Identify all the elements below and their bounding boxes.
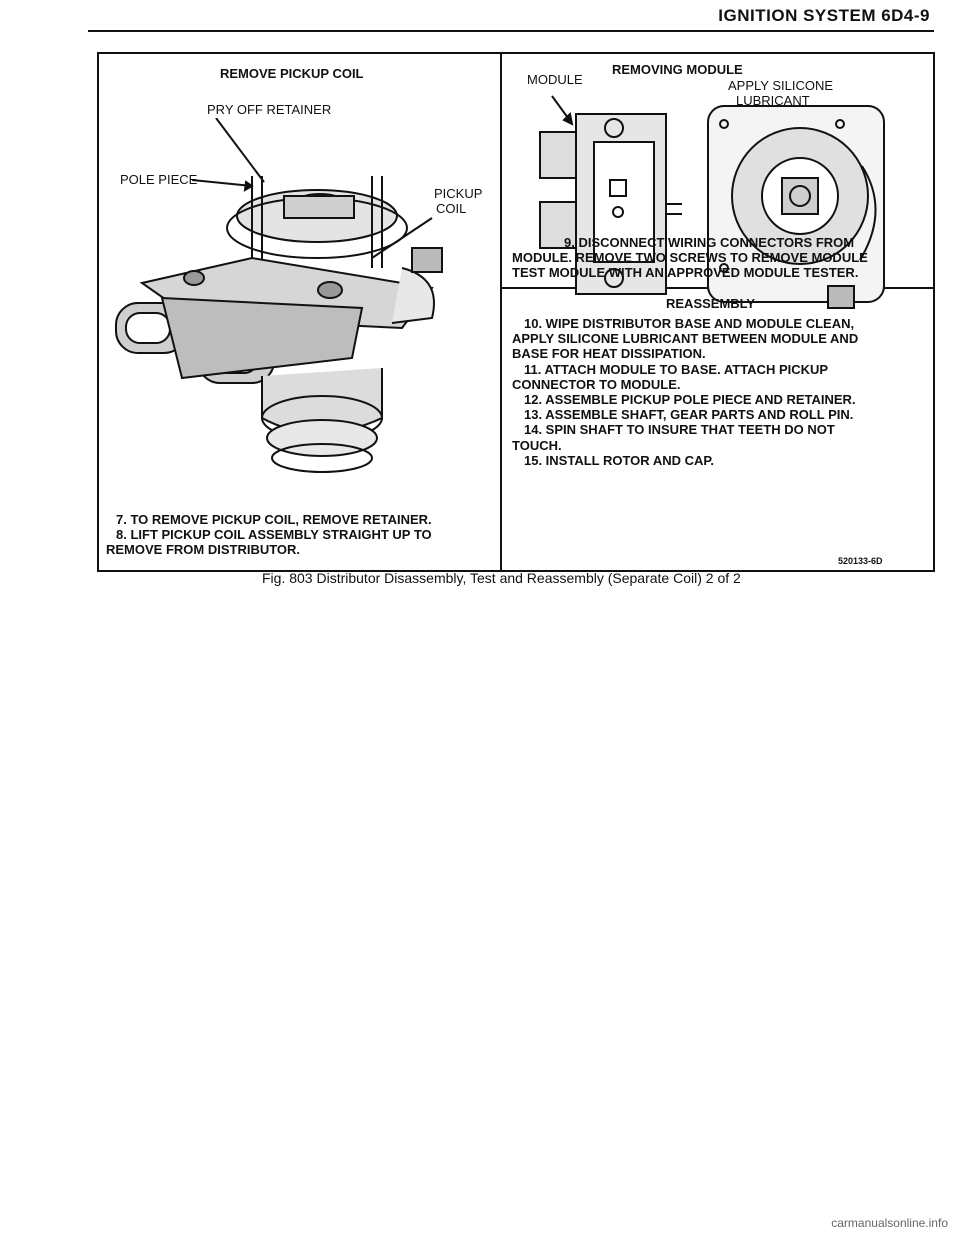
- module-removal-illustration: [539, 95, 885, 309]
- right-top-title: REMOVING MODULE: [612, 62, 743, 77]
- step-11: 11. ATTACH MODULE TO BASE. ATTACH PICKUP: [524, 361, 829, 377]
- left-panel-steps: 7. TO REMOVE PICKUP COIL, REMOVE RETAINE…: [106, 512, 432, 558]
- step-9-cont: MODULE. REMOVE TWO SCREWS TO REMOVE MODU…: [512, 250, 868, 266]
- header-rule: [88, 30, 934, 32]
- step-10-cont: APPLY SILICONE LUBRICANT BETWEEN MODULE …: [512, 331, 859, 347]
- panel-divider-vertical: [500, 52, 502, 570]
- step-14-cont: TOUCH.: [512, 437, 562, 453]
- step-14: 14. SPIN SHAFT TO INSURE THAT TEETH DO N…: [524, 422, 835, 438]
- right-bottom-steps: 10. WIPE DISTRIBUTOR BASE AND MODULE CLE…: [512, 316, 858, 468]
- figure-frame: [97, 52, 935, 572]
- step-15: 15. INSTALL ROTOR AND CAP.: [524, 452, 714, 468]
- step-12: 12. ASSEMBLE PICKUP POLE PIECE AND RETAI…: [524, 392, 856, 408]
- step-8: 8. LIFT PICKUP COIL ASSEMBLY STRAIGHT UP…: [116, 527, 432, 543]
- step-7: 7. TO REMOVE PICKUP COIL, REMOVE RETAINE…: [116, 512, 432, 527]
- step-10: 10. WIPE DISTRIBUTOR BASE AND MODULE CLE…: [524, 316, 855, 331]
- callout-pole-piece: POLE PIECE: [120, 172, 198, 187]
- figure-caption: Fig. 803 Distributor Disassembly, Test a…: [262, 570, 741, 586]
- step-8-cont: REMOVE FROM DISTRIBUTOR.: [106, 542, 301, 558]
- watermark: carmanualsonline.info: [831, 1216, 948, 1230]
- callout-module: MODULE: [527, 72, 583, 87]
- left-panel-title: REMOVE PICKUP COIL: [220, 66, 364, 81]
- step-11-cont: CONNECTOR TO MODULE.: [512, 376, 681, 392]
- step-10-cont2: BASE FOR HEAT DISSIPATION.: [512, 346, 706, 362]
- pickup-coil-illustration: [115, 118, 443, 473]
- callout-coil: COIL: [436, 201, 467, 216]
- right-top-steps: 9. DISCONNECT WIRING CONNECTORS FROM MOD…: [512, 235, 868, 281]
- callout-lubricant: LUBRICANT: [736, 93, 810, 108]
- callout-pry-off-retainer: PRY OFF RETAINER: [207, 102, 332, 117]
- callout-pickup: PICKUP: [434, 186, 483, 201]
- callout-apply-silicone: APPLY SILICONE: [728, 78, 834, 93]
- page-header: IGNITION SYSTEM 6D4-9: [718, 6, 930, 25]
- figure-id: 520133-6D: [838, 556, 883, 566]
- step-9-cont2: TEST MODULE WITH AN APPROVED MODULE TEST…: [512, 265, 859, 281]
- right-bottom-title: REASSEMBLY: [666, 296, 756, 311]
- step-9: 9. DISCONNECT WIRING CONNECTORS FROM: [564, 235, 855, 250]
- step-13: 13. ASSEMBLE SHAFT, GEAR PARTS AND ROLL …: [524, 407, 854, 423]
